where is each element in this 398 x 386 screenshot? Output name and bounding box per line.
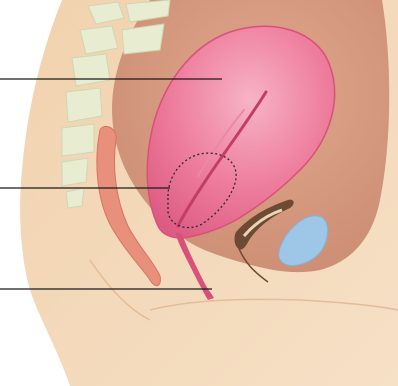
pelvic-anatomy-illustration [0, 0, 398, 386]
